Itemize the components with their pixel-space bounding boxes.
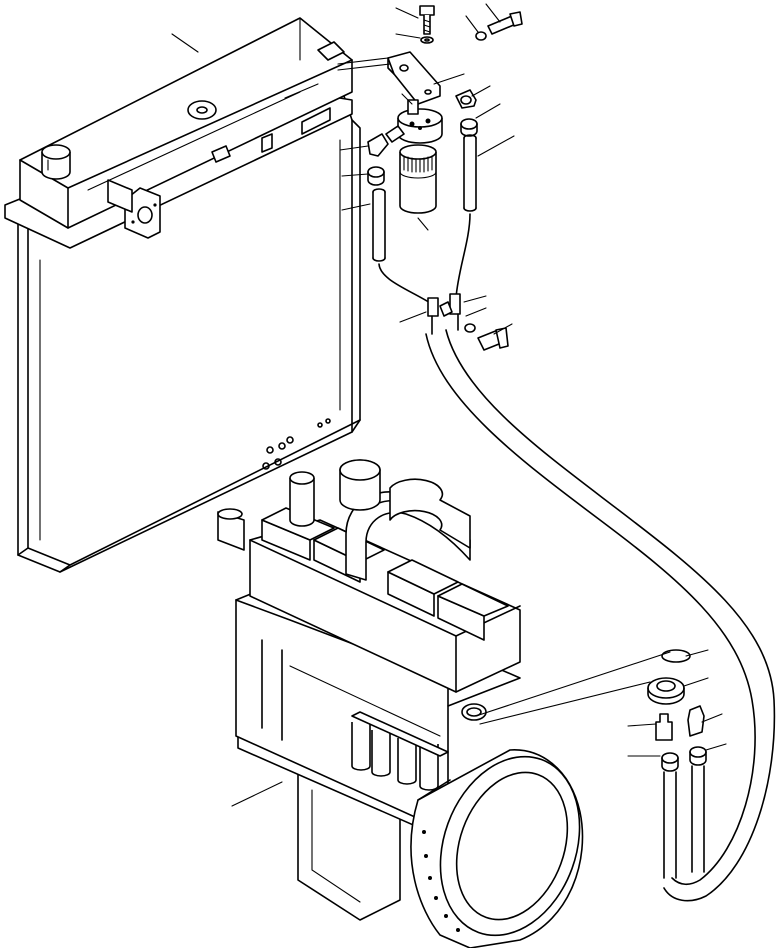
- filler-cap: [41, 144, 71, 180]
- connector: [655, 705, 705, 741]
- engine: [217, 459, 671, 921]
- flywheel-housing: [410, 749, 584, 948]
- filter-head: [385, 99, 443, 144]
- hose-clamp: [460, 118, 478, 137]
- filter-cartridge: [399, 144, 437, 214]
- elbow-fitting: [455, 89, 477, 109]
- mount-holes: [262, 418, 331, 470]
- bolt: [419, 5, 435, 35]
- long-hose: [425, 329, 776, 902]
- o-ring: [661, 649, 691, 663]
- lower-hose-clamps: [661, 746, 707, 772]
- adapter-plate: [647, 677, 685, 705]
- housing-bolt-holes: [422, 830, 460, 932]
- radiator: [4, 17, 391, 573]
- washer: [420, 36, 434, 44]
- hose: [372, 134, 477, 305]
- mounting-bracket: [387, 51, 441, 105]
- p-clip: [427, 293, 461, 335]
- filter-assembly: [339, 3, 523, 231]
- lower-hoses: [663, 765, 705, 879]
